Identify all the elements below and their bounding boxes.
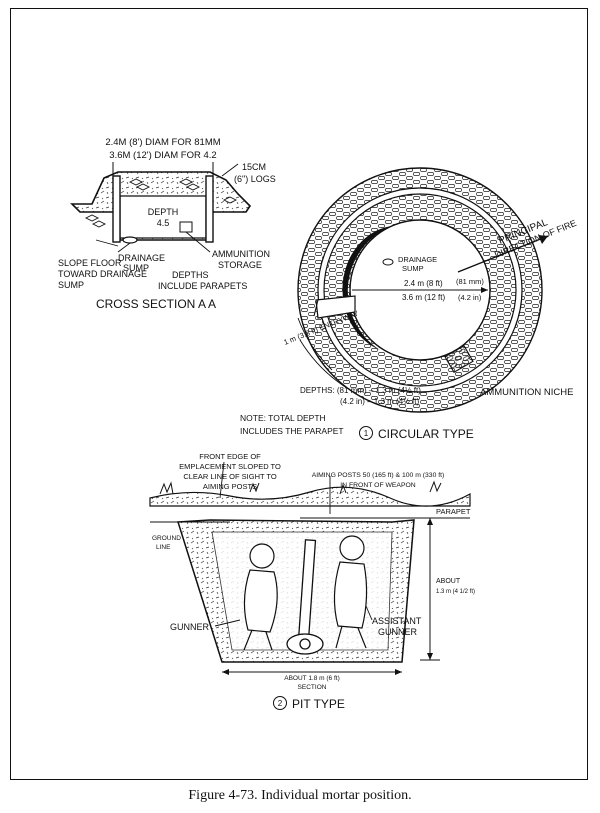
pit-section-label: SECTION [298, 684, 327, 691]
cross-section-title: CROSS SECTION A A [96, 297, 216, 311]
circ-dim-42-cal: (4.2 in) [458, 293, 482, 302]
circ-dim-81: 2.4 m (8 ft) [404, 279, 443, 288]
drainage-sump [122, 236, 138, 244]
circular-number-badge [359, 426, 373, 440]
circ-drainage-label: DRAINAGE [398, 255, 437, 264]
cross-logs-label: 15CM [242, 162, 266, 172]
pit-depth-value: 1.3 m (4 1/2 ft) [436, 589, 475, 595]
pit-depth-about: ABOUT [436, 578, 461, 585]
cross-depths-label-1: DEPTHS [172, 270, 209, 280]
pit-shadow [342, 226, 392, 350]
circ-niche-label: AMMUNITION NICHE [480, 387, 573, 398]
pit-front-label-4: AIMING POSTS [203, 482, 257, 491]
pit-aiming-label-2: IN FRONT OF WEAPON [340, 482, 415, 489]
circ-depths-label-1: DEPTHS: (81 mm) – 1.3 m (4½ ft) [300, 386, 421, 395]
circular-type-title: CIRCULAR TYPE [378, 427, 474, 441]
figure-caption: Figure 4-73. Individual mortar position. [188, 788, 412, 803]
pit-ground-label-1: GROUND [152, 535, 181, 542]
pit-ground-surface [149, 486, 471, 507]
pit-aiming-label-1: AIMING POSTS 50 (165 ft) & 100 m (330 ft… [312, 472, 445, 479]
cross-section-pit [119, 195, 207, 239]
cross-diam-42-label: 3.6M (12') DIAM FOR 4.2 [109, 150, 216, 161]
cross-logs-label-2: (6") LOGS [234, 174, 276, 184]
cross-drainage-label-2: SUMP [123, 263, 149, 273]
cross-drainage-label: DRAINAGE [118, 253, 165, 263]
ammunition-niche [444, 344, 474, 374]
cross-section-diagram: 2.4M (8') DIAM FOR 81MM 3.6M (12') DIAM … [58, 137, 276, 311]
cross-ammo-label-2: STORAGE [218, 260, 262, 270]
pit-number-badge [273, 696, 287, 710]
cross-depth-value: 4.5 [157, 218, 170, 228]
cross-depths-label-2: INCLUDE PARAPETS [158, 281, 247, 291]
assistant-gunner-figure [333, 535, 368, 649]
ammunition-storage-box [179, 221, 193, 233]
circ-note-label-2: INCLUDES THE PARAPET [240, 426, 344, 436]
pit-type-title: PIT TYPE [292, 697, 345, 711]
cross-ammo-label: AMMUNITION [212, 249, 270, 259]
right-log-wall [205, 175, 214, 243]
pit-front-label-2: EMPLACEMENT SLOPED TO [179, 462, 281, 471]
cross-depth-label: DEPTH [148, 207, 179, 217]
pit-ground-label-2: LINE [156, 544, 171, 551]
circ-dim-42: 3.6 m (12 ft) [402, 293, 445, 302]
cross-slope-label-2: TOWARD DRAINAGE [58, 269, 147, 279]
circular-number: 1 [364, 429, 369, 438]
circular-type-diagram: PRINCIPAL DIRECTION OF FIRE DRAINAGE SUM… [240, 167, 578, 441]
mortar-weapon [286, 539, 324, 655]
entryway [315, 295, 356, 319]
pit-type-diagram: FRONT EDGE OF EMPLACEMENT SLOPED TO CLEA… [149, 452, 475, 711]
circ-note-label-1: NOTE: TOTAL DEPTH [240, 413, 326, 423]
pit-number: 2 [278, 699, 283, 708]
left-log-wall [112, 175, 121, 243]
cross-slope-label-1: SLOPE FLOOR [58, 258, 122, 268]
pit-assistant-label-1: ASSISTANT [372, 616, 422, 626]
circ-dim-81-cal: (81 mm) [456, 277, 484, 286]
cross-diam-81-label: 2.4M (8') DIAM FOR 81MM [105, 137, 220, 148]
pit-gunner-label: GUNNER [170, 622, 210, 632]
pit-parapet-label: PARAPET [436, 507, 471, 516]
gunner-figure [243, 543, 278, 651]
pit-front-label-1: FRONT EDGE OF [199, 452, 261, 461]
pit-front-label-3: CLEAR LINE OF SIGHT TO [183, 472, 277, 481]
pit-assistant-label-2: GUNNER [378, 627, 418, 637]
circ-drainage-label-2: SUMP [402, 264, 424, 273]
cross-slope-label-3: SUMP [58, 280, 84, 290]
circ-depths-label-2: (4.2 in) – 1.3 m (4½ ft) [340, 397, 419, 406]
pit-width-label: ABOUT 1.8 m (6 ft) [284, 675, 340, 682]
